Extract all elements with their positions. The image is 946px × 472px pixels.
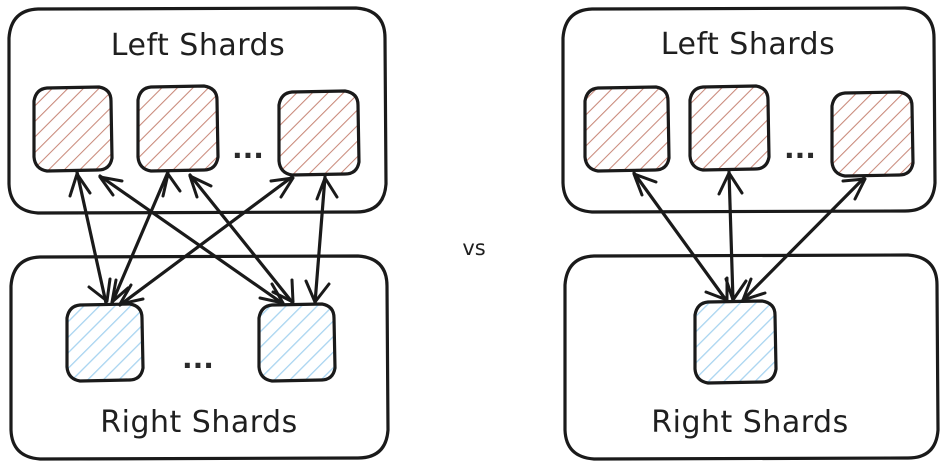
- left-figure-top-shards: ...: [32, 84, 361, 177]
- right-figure-top-shards: ...: [583, 84, 915, 178]
- shard-box-left-1[interactable]: [32, 85, 114, 173]
- connection-l1-r1: [68, 170, 112, 305]
- shard-box-left-1[interactable]: [583, 85, 671, 173]
- right-figure-top-panel-label: Left Shards: [661, 27, 835, 62]
- left-figure-bottom-ellipsis: ...: [182, 342, 214, 375]
- left-figure-bottom-panel-label: Right Shards: [100, 405, 297, 440]
- connection-l3-r1: [118, 175, 295, 307]
- left-figure-bottom-shards: ...: [65, 302, 337, 383]
- right-figure-bottom-shards: [693, 299, 778, 385]
- shard-box-right-1[interactable]: [65, 302, 145, 383]
- shard-box-left-3[interactable]: [277, 89, 361, 177]
- connection-l2-r1: [110, 170, 182, 305]
- right-figure: Left Shards ... Right Shards: [561, 6, 940, 461]
- left-figure: Left Shards ... Right Shards ...: [7, 6, 390, 461]
- left-figure-top-ellipsis: ...: [232, 132, 264, 165]
- shard-box-left-2[interactable]: [136, 84, 220, 173]
- connection-l3-r1: [741, 176, 867, 302]
- connection-l3-r2: [304, 175, 339, 305]
- comparator-label: vs: [462, 236, 485, 260]
- connection-l1-r1: [632, 171, 729, 302]
- shard-box-left-2[interactable]: [688, 84, 771, 172]
- right-figure-top-ellipsis: ...: [784, 132, 816, 165]
- shard-box-left-3[interactable]: [830, 90, 915, 178]
- right-figure-connections: [632, 170, 867, 302]
- right-figure-bottom-panel-label: Right Shards: [651, 405, 848, 440]
- shard-box-right-2[interactable]: [257, 302, 337, 383]
- left-figure-connections: [68, 170, 339, 307]
- shard-box-right-1[interactable]: [693, 299, 778, 385]
- connection-l2-r1: [717, 170, 748, 302]
- connection-l2-r2: [188, 173, 295, 304]
- left-figure-top-panel-label: Left Shards: [111, 28, 285, 63]
